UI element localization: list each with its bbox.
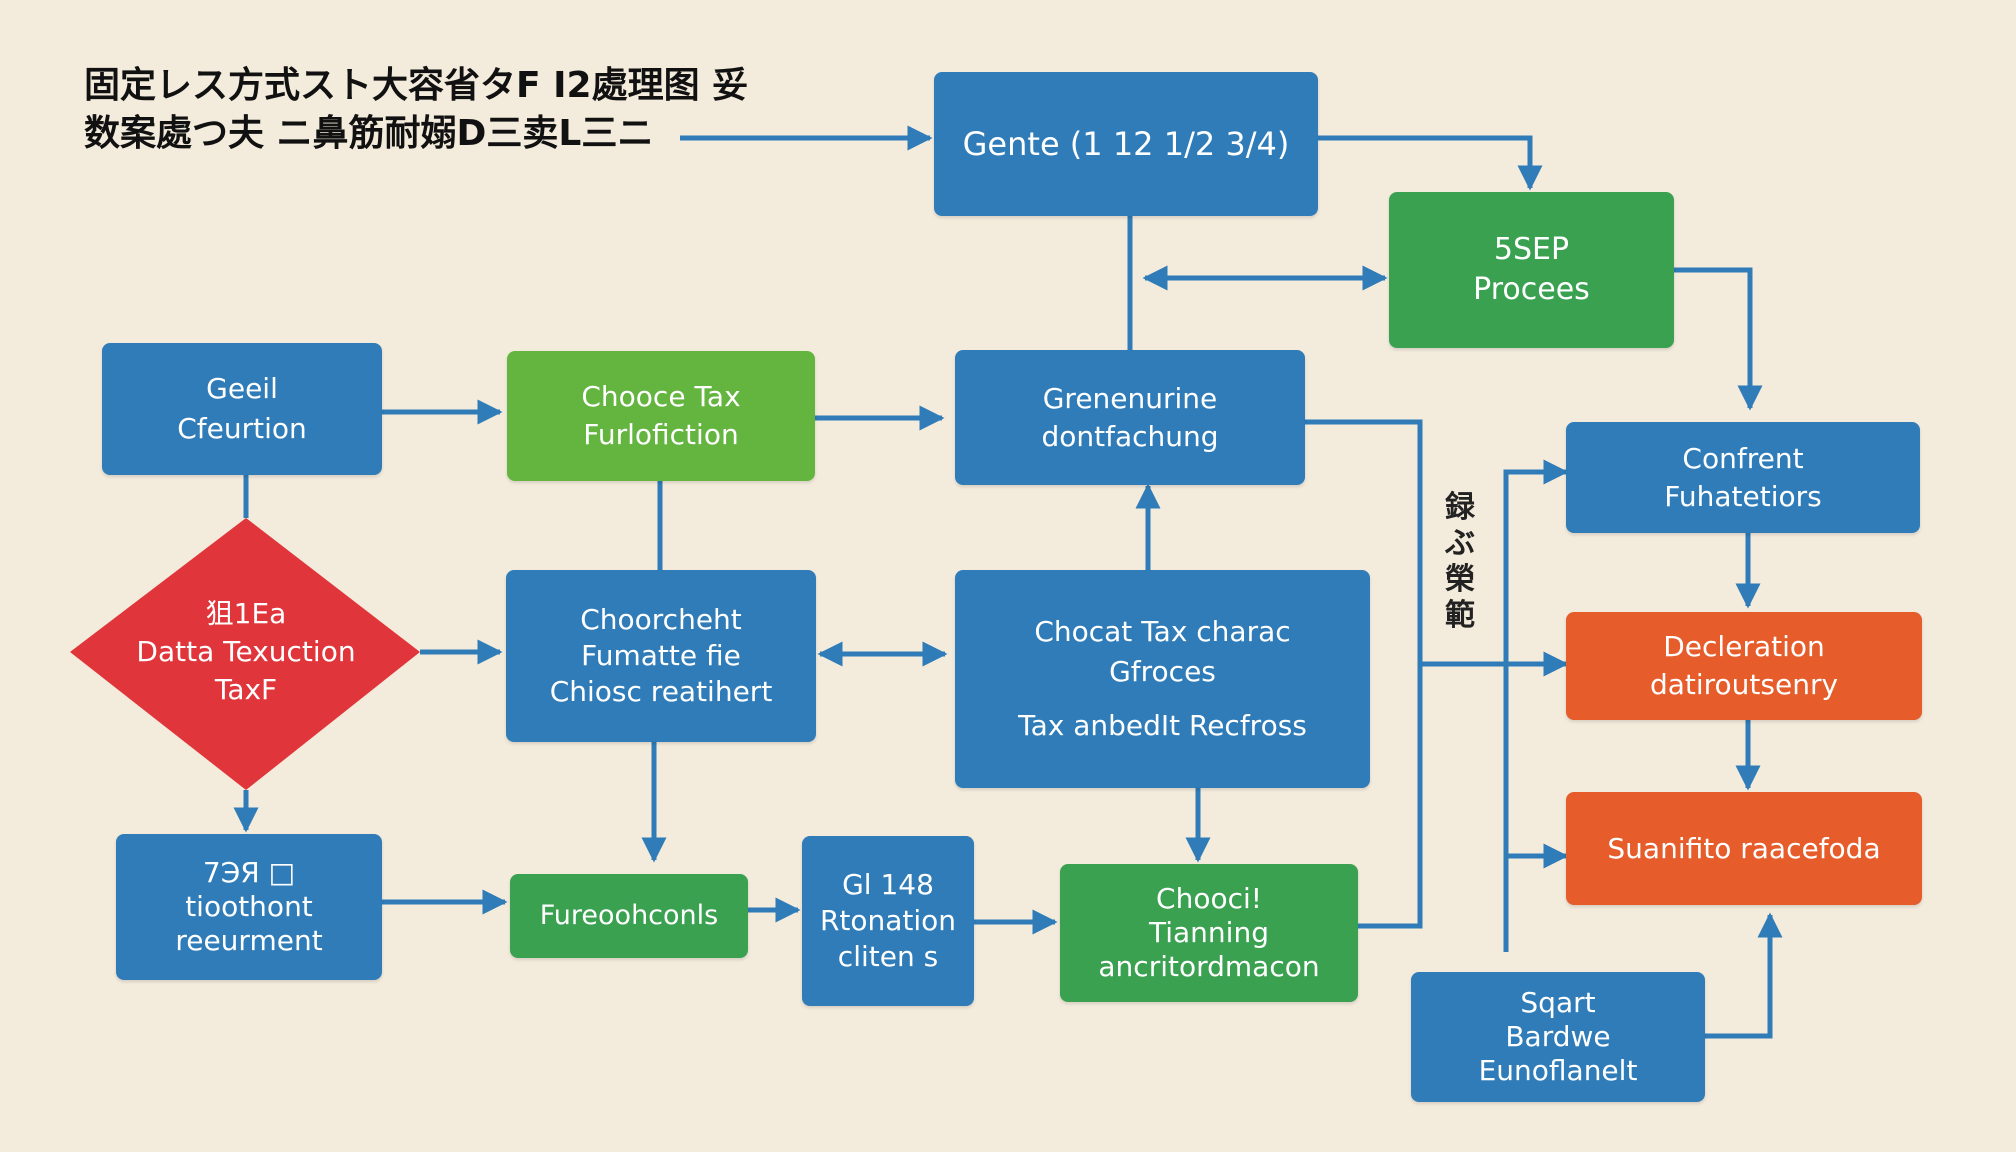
side-label: 録 ぶ 榮 範 bbox=[1440, 490, 1480, 634]
title-line: 数案處つ夫 ニ鼻筋耐嫋D三卖L三ニ bbox=[84, 113, 654, 154]
node-line: Choorcheht bbox=[580, 603, 742, 636]
arrow-gente-to-sep bbox=[1318, 135, 1543, 191]
node-line: Gl 148 bbox=[842, 868, 934, 901]
node-line: Fumatte fie bbox=[581, 639, 741, 672]
node-line: datiroutsenry bbox=[1649, 668, 1839, 701]
node-line: Grenenurine bbox=[1042, 381, 1218, 415]
node-line: Sqart bbox=[1520, 986, 1596, 1019]
node-line: Tax anbedIt Recfross bbox=[1018, 709, 1307, 742]
node-line: Procees bbox=[1473, 272, 1590, 307]
node-line: Tianning bbox=[1149, 916, 1269, 949]
node-line: ancritordmacon bbox=[1098, 950, 1320, 983]
node-line: Chooci! bbox=[1156, 882, 1262, 915]
node-grenenurine: Grenenurine dontfachung bbox=[955, 350, 1305, 485]
node-line: Rtonation bbox=[819, 904, 957, 937]
line-bus-to-confrent bbox=[1503, 459, 1569, 952]
node-line: dontfachung bbox=[1041, 419, 1219, 453]
node-line: 5SEP bbox=[1493, 232, 1570, 267]
side-label-char: 範 bbox=[1445, 598, 1475, 633]
node-choose-tax: Chooce Tax Furlofiction bbox=[507, 351, 815, 481]
diamond-line: TaxF bbox=[214, 673, 278, 706]
node-line: Eunoflanelt bbox=[1478, 1054, 1638, 1087]
diagram-title: 固定レス方式スト大容省タF I2處理图 妥 数案處つ夫 ニ鼻筋耐嫋D三卖L三ニ bbox=[84, 62, 748, 158]
node-line: Confrent bbox=[1682, 441, 1804, 475]
node-line: Furlofiction bbox=[583, 418, 739, 451]
node-gl148: Gl 148 Rtonation cliten s bbox=[802, 836, 974, 1006]
arrow-sqart-to-suanifito bbox=[1705, 912, 1783, 1039]
node-line: cliten s bbox=[837, 940, 939, 973]
node-line: tioothont bbox=[185, 890, 313, 923]
diamond-line: Datta Texuction bbox=[136, 635, 356, 668]
arrow-sep-to-confrent bbox=[1674, 267, 1763, 411]
node-chooci: Chooci! Tianning ancritordmacon bbox=[1060, 864, 1358, 1002]
node-line: Chocat Tax charac bbox=[1034, 615, 1291, 648]
node-sep: 5SEP Procees bbox=[1389, 192, 1674, 348]
decision-diamond: 狙1Eа Datta Texuction TaxF bbox=[100, 592, 392, 712]
node-line: Gente (1 12 1/2 3/4) bbox=[962, 125, 1290, 163]
node-line: Bardwe bbox=[1505, 1020, 1611, 1053]
node-geeil: Geeil Cfeurtion bbox=[102, 343, 382, 475]
node-line: Chooce Tax bbox=[581, 380, 741, 413]
node-chocat: Chocat Tax charac Gfroces Tax anbedIt Re… bbox=[955, 570, 1370, 788]
node-line: Decleration bbox=[1663, 630, 1825, 663]
node-line: Cfeurtion bbox=[177, 412, 307, 445]
node-sqart: Sqart Bardwe Eunoflanelt bbox=[1411, 972, 1705, 1102]
node-gente: Gente (1 12 1/2 3/4) bbox=[934, 72, 1318, 216]
side-label-char: 録 bbox=[1445, 490, 1475, 525]
node-line: Gfroces bbox=[1109, 655, 1216, 688]
decision-diamond-shape bbox=[70, 518, 420, 790]
node-line: Fureoohconls bbox=[539, 900, 719, 932]
title-line: 固定レス方式スト大容省タF I2處理图 妥 bbox=[84, 65, 749, 106]
side-label-char: ぶ bbox=[1445, 526, 1475, 561]
node-line: Fuhatetiors bbox=[1664, 479, 1822, 513]
node-choorcheht: Choorcheht Fumatte fie Chiosc reatihert bbox=[506, 570, 816, 742]
node-line: 7ЭЯ □ bbox=[202, 856, 296, 889]
node-7ea: 7ЭЯ □ tioothont reeurment bbox=[116, 834, 382, 980]
side-label-char: 榮 bbox=[1445, 562, 1475, 597]
line-grenenurine-bus bbox=[1305, 419, 1423, 929]
node-line: Chiosc reatihert bbox=[549, 675, 773, 708]
node-suanifito: Suanifito raacefoda bbox=[1566, 792, 1922, 905]
node-line: reeurment bbox=[175, 924, 323, 957]
node-line: Geeil bbox=[206, 372, 278, 405]
node-fureoch: Fureoohconls bbox=[510, 874, 748, 958]
diamond-line: 狙1Eа bbox=[205, 597, 287, 630]
node-confrent: Confrent Fuhatetiors bbox=[1566, 422, 1920, 533]
node-line: Suanifito raacefoda bbox=[1607, 832, 1881, 865]
node-decleration: Decleration datiroutsenry bbox=[1566, 612, 1922, 720]
